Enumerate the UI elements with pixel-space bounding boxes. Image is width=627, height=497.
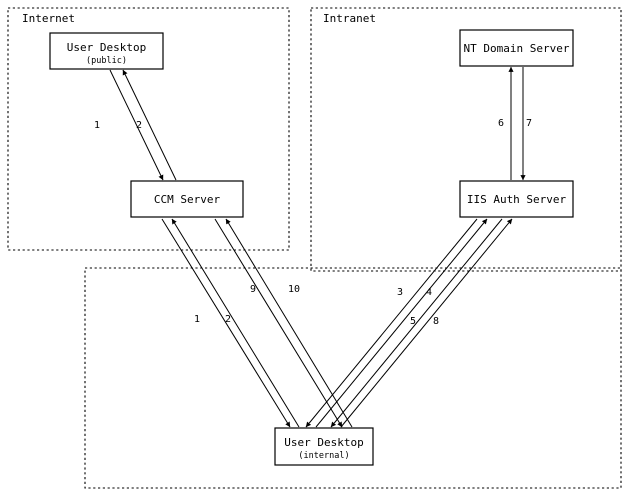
node-user-desktop-public[interactable]: User Desktop (public) — [49, 32, 164, 70]
zone-intranet-label: Intranet — [323, 12, 376, 25]
zone-internal-lan-boundary — [84, 267, 622, 489]
node-nt-domain-server-box[interactable] — [459, 29, 574, 67]
flow-line-step-2-public — [122, 69, 177, 181]
flow-line-step-10 — [225, 218, 353, 428]
flow-line-step-9 — [214, 218, 343, 428]
flow-line-step-1-internal — [161, 218, 291, 428]
step-label-2-public: 2 — [136, 120, 142, 131]
zone-internet-label: Internet — [22, 12, 75, 25]
step-label-3: 3 — [397, 287, 403, 298]
node-user-desktop-internal-box[interactable] — [274, 427, 374, 466]
node-user-desktop-internal[interactable]: User Desktop (internal) — [274, 427, 374, 466]
step-label-8: 8 — [433, 316, 439, 327]
node-user-desktop-public-box[interactable] — [49, 32, 164, 70]
step-label-1-internal: 1 — [194, 314, 200, 325]
step-label-6: 6 — [498, 118, 504, 129]
node-ccm-server[interactable]: CCM Server — [130, 180, 244, 218]
step-label-9: 9 — [250, 284, 256, 295]
flow-line-step-1-public — [109, 69, 164, 181]
step-label-2-internal: 2 — [225, 314, 231, 325]
node-nt-domain-server-title: NT Domain Server — [464, 42, 570, 55]
node-user-desktop-public-subtitle: (public) — [86, 56, 127, 66]
node-nt-domain-server[interactable]: NT Domain Server — [459, 29, 574, 67]
zone-internet-boundary — [7, 7, 290, 251]
flow-line-step-3 — [305, 218, 478, 428]
node-user-desktop-public-title: User Desktop — [67, 41, 146, 54]
step-label-10: 10 — [288, 284, 300, 295]
step-label-7: 7 — [526, 118, 532, 129]
flow-line-step-8 — [340, 218, 513, 428]
node-ccm-server-box[interactable] — [130, 180, 244, 218]
node-iis-auth-server[interactable]: IIS Auth Server — [459, 180, 574, 218]
flow-line-step-5 — [330, 218, 503, 428]
flow-line-step-2-internal — [171, 218, 300, 428]
step-label-5: 5 — [410, 316, 416, 327]
step-label-4: 4 — [426, 287, 432, 298]
step-label-1-public: 1 — [94, 120, 100, 131]
node-iis-auth-server-title: IIS Auth Server — [467, 193, 567, 206]
node-user-desktop-internal-title: User Desktop — [284, 436, 363, 449]
flow-line-step-4 — [315, 218, 488, 428]
node-user-desktop-internal-subtitle: (internal) — [298, 451, 349, 461]
node-iis-auth-server-box[interactable] — [459, 180, 574, 218]
node-ccm-server-title: CCM Server — [154, 193, 221, 206]
